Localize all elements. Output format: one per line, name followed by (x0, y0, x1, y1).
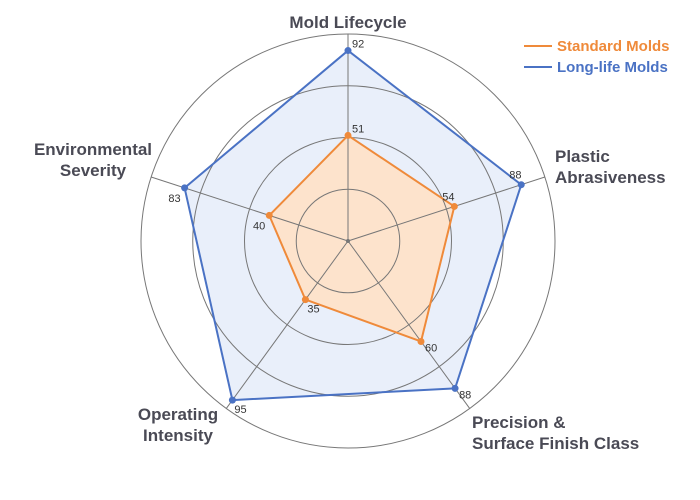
data-label: 88 (509, 170, 521, 182)
axis-label: Surface Finish Class (472, 434, 639, 453)
data-label: 54 (442, 191, 454, 203)
axis-line (347, 240, 471, 409)
axis-label: Operating (138, 405, 218, 424)
data-label: 83 (168, 193, 180, 205)
data-label: 88 (459, 389, 471, 401)
data-point (265, 211, 273, 219)
axis-label: Severity (60, 161, 127, 180)
data-label: 92 (352, 39, 364, 51)
center-dot (346, 239, 350, 243)
series-area (269, 135, 455, 342)
data-point (301, 296, 309, 304)
data-label: 60 (425, 342, 437, 354)
data-point (451, 384, 459, 392)
data-label: 95 (234, 404, 246, 416)
data-point (417, 337, 425, 345)
series-line (268, 134, 456, 343)
data-label: 35 (307, 304, 319, 316)
axis-label: Environmental (34, 140, 152, 159)
axis-label: Intensity (143, 426, 213, 445)
grid (140, 33, 556, 449)
data-point (450, 202, 458, 210)
data-label: 51 (352, 123, 364, 135)
legend-label: Standard Molds (557, 38, 670, 55)
data-point (344, 47, 352, 55)
axis-labels: Mold LifecyclePlasticAbrasivenessPrecisi… (34, 13, 666, 453)
axis-label: Abrasiveness (555, 168, 666, 187)
series-line (183, 49, 523, 402)
axis-line (347, 176, 546, 242)
data-label: 40 (253, 220, 265, 232)
data-point (181, 184, 189, 192)
series-layer: 51 54 60 35 40 92 88 88 95 83 (168, 39, 525, 416)
axis-line (225, 240, 349, 409)
data-point (344, 131, 352, 139)
legend-label: Long-life Molds (557, 59, 668, 76)
axis-label: Mold Lifecycle (289, 13, 406, 32)
data-point (228, 396, 236, 404)
data-point (517, 181, 525, 189)
axis-label: Precision & (472, 413, 566, 432)
axis-label: Plastic (555, 147, 610, 166)
